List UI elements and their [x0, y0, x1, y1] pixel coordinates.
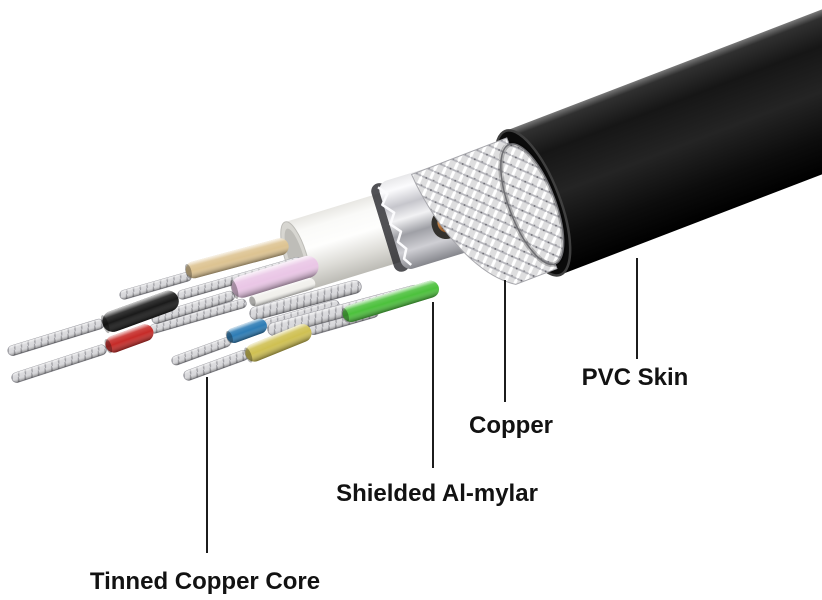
tinned-copper-strand	[119, 271, 192, 300]
wire-red-sleeve	[104, 324, 154, 354]
tinned-copper-strand	[151, 290, 235, 324]
wire-bundle	[7, 238, 440, 383]
label-copper: Copper	[469, 412, 553, 439]
tinned-copper-strand	[171, 337, 231, 366]
copper-braid-face-shading	[498, 141, 567, 268]
label-tinned-copper-core: Tinned Copper Core	[90, 568, 320, 595]
label-shielded-al-mylar: Shielded Al-mylar	[336, 480, 538, 507]
wire-white-sleeve	[249, 277, 316, 307]
wire-black-sleeve	[101, 290, 179, 334]
tinned-copper-strand	[7, 318, 105, 356]
foil-torn-edge	[377, 186, 413, 266]
wire-green-sleeve	[341, 280, 440, 323]
wire-yellow-sleeve	[244, 324, 312, 363]
pvc-skin-jacket-body	[504, 0, 822, 276]
wire-pink-sleeve	[230, 255, 319, 299]
tinned-copper-strand	[11, 344, 107, 383]
wire-tan-sleeve	[184, 238, 289, 279]
copper-braid-cut-face	[500, 143, 565, 266]
tinned-copper-strand	[183, 350, 249, 381]
tinned-copper-strand	[249, 280, 362, 321]
wire-blue-sleeve	[225, 318, 267, 344]
label-pvc-skin: PVC Skin	[582, 364, 689, 391]
